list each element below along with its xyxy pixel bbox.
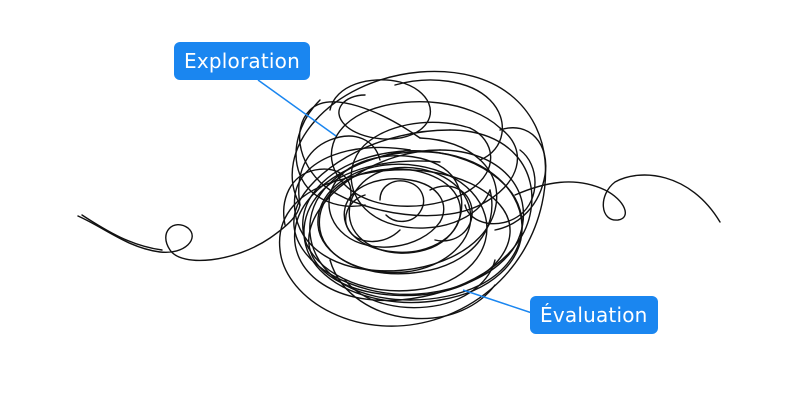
scribble-loop (349, 179, 463, 254)
evaluation-leader-line (462, 289, 533, 314)
scribble-left-lobe (283, 168, 352, 226)
scribble-loop (293, 137, 498, 272)
scribble-inner-loop (379, 180, 425, 223)
scribble-loop (293, 129, 525, 296)
scribble-inner-loop (429, 185, 473, 242)
scribble-loop (318, 168, 493, 275)
scribble-top-lobe (394, 79, 504, 161)
scribble-bottom-lobe (344, 259, 496, 309)
scribble-loop (330, 101, 501, 207)
scribble-right-lobe (464, 149, 536, 225)
exploration-leader-line (257, 79, 337, 137)
scribble-loop (317, 166, 472, 274)
left-tail-line (77, 204, 301, 262)
scribble-right-lobe (494, 127, 547, 231)
scribble-loop (309, 151, 481, 301)
scribble-inner-loop (345, 194, 401, 243)
scribble-loop (303, 160, 441, 304)
scribble-bottom-lobe (329, 259, 496, 320)
scribble-loop (350, 121, 491, 229)
scribble-outer-loop (278, 70, 547, 327)
scribble-loop (298, 101, 519, 217)
scribble-top-lobe (329, 79, 431, 140)
scribble-loop (304, 163, 488, 292)
exploration-label: Exploration (174, 42, 310, 80)
evaluation-label: Évaluation (530, 296, 658, 334)
scribble-loop (429, 151, 523, 301)
scribble-left-lobe (298, 135, 381, 206)
right-tail-line (514, 174, 721, 223)
left-tail-stroke (81, 214, 163, 251)
scribble-loop (308, 149, 511, 297)
scribble-loop (343, 178, 462, 253)
scribble-loop (328, 154, 456, 248)
